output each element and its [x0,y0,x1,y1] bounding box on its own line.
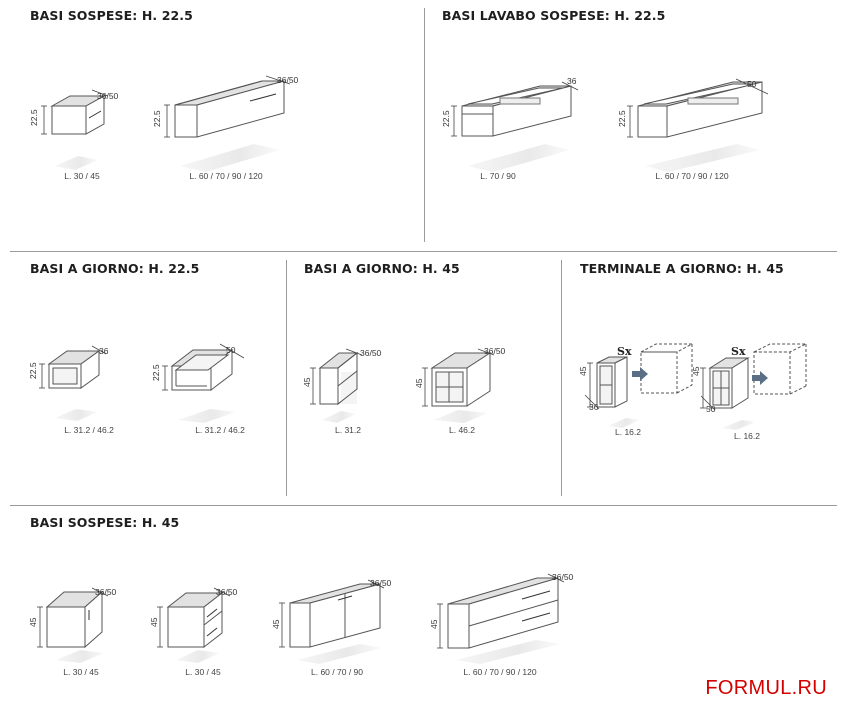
depth-label: 36/50 [216,587,238,597]
section-title-basi-sospese-45: BASI SOSPESE: H. 45 [30,515,180,530]
door-base-double-drawing [289,583,381,648]
arrow-icon [632,367,768,385]
item-caption: L. 30 / 45 [63,667,99,677]
item-caption: L. 16.2 [615,427,641,437]
watermark-logo: FORMUL.RU [705,677,827,699]
item-caption: L. 16.2 [734,431,760,441]
depth-label: 36/50 [552,572,574,582]
height-label: 22.5 [152,110,162,127]
item-caption: L. 46.2 [449,425,475,435]
height-label: 45 [149,617,159,627]
height-label: 45 [271,619,281,629]
height-label: 22.5 [28,362,38,379]
item-caption: L. 31.2 / 46.2 [64,425,114,435]
item-caption: L. 60 / 70 / 90 / 120 [189,171,263,181]
height-label: 45 [302,377,312,387]
depth-label: 36/50 [97,91,119,101]
divider-vertical-top [424,8,425,242]
height-label: 45 [691,366,701,376]
drawer-base-two-drawing [166,591,224,649]
divider-vertical-mid-2 [561,260,562,496]
depth-label: 50 [706,404,716,414]
height-label: 22.5 [617,110,627,127]
item-caption: L. 31.2 [335,425,361,435]
terminal-50-drawing [708,343,807,409]
depth-label: 36/50 [484,346,506,356]
divider-horizontal-1 [10,251,837,252]
depth-label: 36/50 [277,75,299,85]
depth-label: 36/50 [95,587,117,597]
side-label: Sx [731,345,746,358]
item-caption: L. 30 / 45 [185,667,221,677]
item-caption: L. 60 / 70 / 90 / 120 [463,667,537,677]
depth-label: 36 [589,402,599,412]
depth-label: 36/50 [360,348,382,358]
depth-label: 36 [99,346,109,356]
height-label: 22.5 [151,364,161,381]
depth-label: 50 [747,79,757,89]
height-label: 45 [28,617,38,627]
open-cube-double-drawing [430,352,492,407]
height-label: 22.5 [441,110,451,127]
section-title-terminale: TERMINALE A GIORNO: H. 45 [580,261,784,276]
depth-label: 36 [567,76,577,86]
height-label: 45 [578,366,588,376]
dimension-lines [37,75,769,649]
side-label: Sx [617,345,632,358]
depth-label: 36/50 [370,578,392,588]
terminal-36-drawing [596,343,693,408]
item-caption: L. 60 / 70 / 90 [311,667,363,677]
height-label: 45 [429,619,439,629]
section-title-basi-giorno-22: BASI A GIORNO: H. 22.5 [30,261,200,276]
height-label: 22.5 [29,109,39,126]
open-base-50-drawing [170,348,234,392]
drawer-base-small-drawing [50,95,106,135]
section-title-basi-giorno-45: BASI A GIORNO: H. 45 [304,261,460,276]
floor-shadows [55,144,760,664]
item-caption: L. 70 / 90 [480,171,516,181]
divider-vertical-mid-1 [286,260,287,496]
drawer-base-long-drawing [174,80,285,138]
washbasin-base-small-drawing [461,85,572,137]
item-caption: L. 60 / 70 / 90 / 120 [655,171,729,181]
height-label: 45 [414,378,424,388]
washbasin-base-large-drawing [637,81,763,138]
drawer-base-wide-drawing [447,577,559,649]
door-base-single-drawing [45,590,104,649]
section-title-basi-sospese-22: BASI SOSPESE: H. 22.5 [30,8,193,23]
item-caption: L. 31.2 / 46.2 [195,425,245,435]
open-base-36-drawing [47,350,101,389]
section-title-basi-lavabo: BASI LAVABO SOSPESE: H. 22.5 [442,8,666,23]
depth-label: 50 [226,345,236,355]
open-cube-single-drawing [318,351,359,406]
divider-horizontal-2 [10,505,837,506]
item-caption: L. 30 / 45 [64,171,100,181]
